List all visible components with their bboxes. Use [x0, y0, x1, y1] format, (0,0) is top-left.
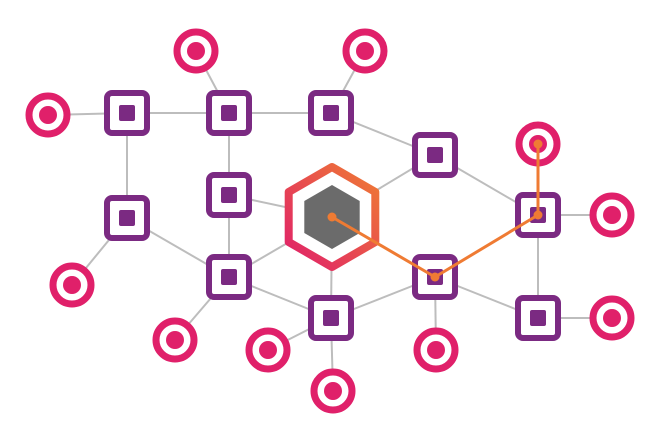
circle-node-dot: [166, 331, 184, 349]
circle-endpoint-icon: [25, 92, 71, 138]
square-node-icon: [104, 195, 150, 241]
circle-node-dot: [356, 42, 374, 60]
circle-node-dot: [324, 382, 342, 400]
square-node-core: [119, 105, 135, 121]
square-node-core: [323, 310, 339, 326]
square-node-icon: [206, 254, 252, 300]
square-node-core: [530, 310, 546, 326]
circle-endpoint-icon: [173, 28, 219, 74]
square-node-core: [119, 210, 135, 226]
square-node-core: [221, 105, 237, 121]
route-waypoint: [533, 210, 543, 220]
square-node-icon: [412, 132, 458, 178]
route-waypoint: [533, 139, 543, 149]
circle-endpoint-icon: [589, 295, 635, 341]
nodes-layer: [25, 28, 635, 414]
highlighted-route: [327, 139, 543, 282]
route-segment: [433, 213, 540, 279]
square-node-core: [221, 269, 237, 285]
square-node-icon: [308, 90, 354, 136]
square-node-icon: [104, 90, 150, 136]
circle-endpoint-icon: [245, 327, 291, 373]
square-node-icon: [308, 295, 354, 341]
circle-endpoint-icon: [152, 317, 198, 363]
circle-node-dot: [63, 276, 81, 294]
square-node-core: [427, 147, 443, 163]
route-waypoint: [430, 272, 440, 282]
circle-endpoint-icon: [413, 327, 459, 373]
square-node-core: [323, 105, 339, 121]
circle-node-dot: [259, 341, 277, 359]
square-node-icon: [515, 295, 561, 341]
square-node-icon: [206, 90, 252, 136]
circle-endpoint-icon: [49, 262, 95, 308]
circle-endpoint-icon: [589, 192, 635, 238]
circle-node-dot: [39, 106, 57, 124]
square-node-icon: [206, 172, 252, 218]
circle-node-dot: [187, 42, 205, 60]
route-segment: [330, 215, 437, 279]
circle-node-dot: [603, 309, 621, 327]
circle-node-dot: [603, 206, 621, 224]
route-waypoint: [327, 212, 337, 222]
circle-endpoint-icon: [310, 368, 356, 414]
circle-node-dot: [427, 341, 445, 359]
square-node-core: [221, 187, 237, 203]
circle-endpoint-icon: [342, 28, 388, 74]
